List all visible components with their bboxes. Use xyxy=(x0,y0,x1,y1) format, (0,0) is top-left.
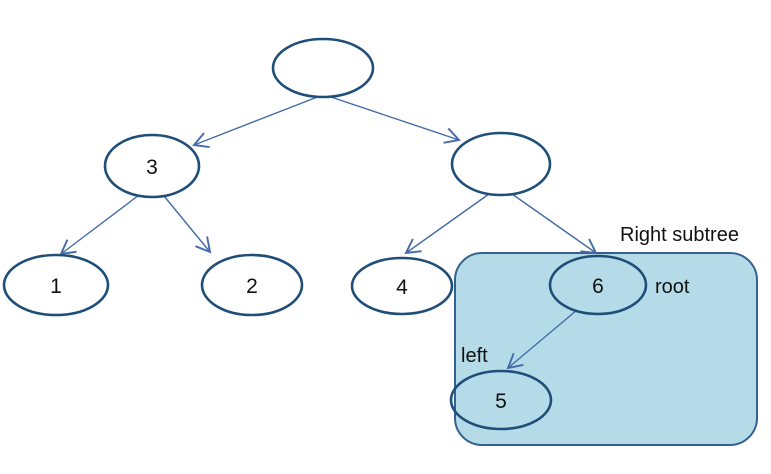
node-1-label: 1 xyxy=(50,275,62,298)
edge-3-to-2 xyxy=(163,195,212,254)
node-3-label: 3 xyxy=(146,156,158,179)
node-6-label: 6 xyxy=(592,275,604,298)
node-2-label: 2 xyxy=(246,275,258,298)
node-6 xyxy=(548,254,648,316)
edge-root-to-3 xyxy=(192,95,321,149)
edge-right-child-to-4 xyxy=(404,193,490,255)
node-5 xyxy=(449,369,553,431)
node-5-label: 5 xyxy=(495,390,507,413)
node-1 xyxy=(2,253,110,317)
root-annotation: root xyxy=(655,276,690,298)
left-annotation: left xyxy=(461,345,488,367)
node-3 xyxy=(103,133,201,199)
edge-right-child-to-6 xyxy=(511,193,598,255)
edge-3-to-1 xyxy=(59,194,140,256)
node-right-child xyxy=(450,131,552,197)
node-4 xyxy=(350,256,454,316)
node-2 xyxy=(200,253,304,317)
edge-6-to-5 xyxy=(506,309,578,370)
right-subtree-label: Right subtree xyxy=(620,224,739,246)
node-root xyxy=(271,37,375,99)
right-subtree-region xyxy=(454,252,758,446)
edge-root-to-right-child xyxy=(327,95,461,144)
node-4-label: 4 xyxy=(396,276,408,299)
